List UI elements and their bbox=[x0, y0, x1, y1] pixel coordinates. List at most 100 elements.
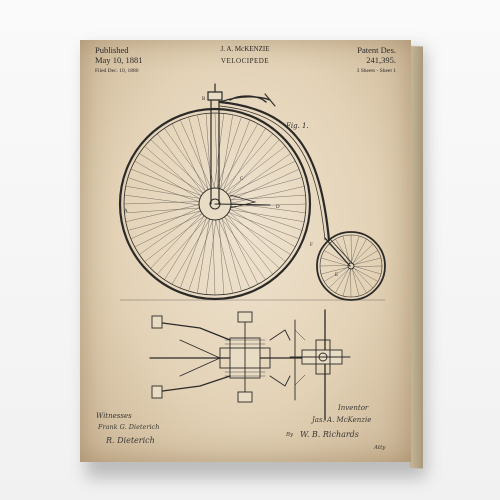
wheel-spoke bbox=[335, 268, 350, 294]
witness-signature-1: Frank G. Dieterich bbox=[98, 423, 160, 431]
svg-text:F: F bbox=[310, 243, 313, 248]
wheel-spoke bbox=[227, 210, 286, 262]
wheel-spoke bbox=[323, 266, 349, 282]
wheel-spoke bbox=[157, 133, 205, 196]
velocipede-drawing: Fig. 1. A B C D E F bbox=[118, 83, 386, 421]
hub-detail-figure bbox=[149, 311, 311, 403]
wheel-spoke bbox=[352, 268, 360, 297]
wheel-spoke bbox=[227, 177, 303, 198]
wheel-spoke bbox=[220, 216, 266, 280]
wheel-spoke bbox=[350, 234, 352, 264]
wheel-spoke bbox=[352, 243, 374, 264]
wheel-spoke bbox=[188, 116, 209, 192]
wheel-spoke bbox=[320, 257, 349, 266]
wheel-spoke bbox=[215, 217, 233, 294]
wheel-spoke bbox=[139, 209, 203, 255]
wheel-spoke bbox=[124, 207, 202, 214]
wheel-spoke bbox=[164, 128, 210, 192]
wheel-spoke bbox=[205, 113, 212, 191]
wheel-spoke bbox=[212, 217, 216, 296]
wheel-spoke bbox=[150, 211, 204, 269]
filed-date: Filed Dec. 10, 1880 bbox=[95, 68, 139, 74]
wheel-spoke bbox=[134, 160, 202, 200]
patent-canvas-print: Published May 10, 1881 Filed Dec. 10, 18… bbox=[80, 40, 411, 462]
wheel-spoke bbox=[227, 208, 305, 222]
wheel-spoke bbox=[130, 206, 202, 239]
wheel-spoke bbox=[125, 186, 203, 200]
wheel-spoke bbox=[353, 265, 383, 267]
wheel-spoke bbox=[214, 112, 218, 191]
wheel-spoke bbox=[352, 238, 367, 264]
wheel-spoke bbox=[197, 114, 215, 191]
wheel-spoke bbox=[350, 268, 352, 298]
wheel-spoke bbox=[127, 177, 202, 203]
wheel-spoke bbox=[225, 160, 296, 196]
wheel-spoke bbox=[328, 268, 350, 289]
wheel-spoke bbox=[221, 216, 242, 292]
small-wheel bbox=[316, 231, 386, 301]
wheel-spoke bbox=[228, 194, 306, 201]
wheel-spoke bbox=[225, 212, 273, 275]
svg-text:B: B bbox=[202, 97, 206, 102]
wheel-spoke bbox=[134, 212, 205, 248]
wheel-spoke bbox=[228, 169, 300, 202]
wheel-spoke bbox=[125, 204, 202, 222]
wheel-spoke bbox=[223, 214, 259, 285]
figure-label: Fig. 1. bbox=[285, 122, 309, 130]
wheel-spoke bbox=[188, 217, 214, 292]
inventor-label: Inventor bbox=[338, 404, 369, 412]
wheel-spoke bbox=[328, 243, 349, 265]
reference-letters: A B C D E F bbox=[124, 97, 338, 278]
wheel-spoke bbox=[228, 186, 305, 204]
patent-title: VELOCIPEDE bbox=[220, 57, 270, 65]
wheel-spoke bbox=[197, 216, 211, 294]
wheel-spoke bbox=[139, 153, 206, 195]
wheel-spoke bbox=[222, 119, 250, 193]
wheel-spoke bbox=[353, 266, 382, 275]
wheel-spoke bbox=[342, 235, 350, 264]
published-date: May 10, 1881 bbox=[95, 55, 143, 65]
wheel-spoke bbox=[353, 257, 382, 265]
svg-text:E: E bbox=[335, 273, 338, 278]
wheel-spoke bbox=[226, 139, 280, 197]
patent-label: Patent Des. bbox=[357, 45, 396, 55]
wheel-spoke bbox=[130, 169, 204, 197]
wheel-spoke bbox=[157, 216, 209, 275]
attorney-label: Atty bbox=[374, 445, 386, 451]
wheel-spoke bbox=[353, 267, 374, 289]
wheel-spoke bbox=[222, 215, 280, 269]
wheel-spoke bbox=[144, 214, 207, 262]
wheel-spoke bbox=[144, 146, 203, 198]
patent-number: 241,395. bbox=[366, 55, 396, 65]
wheel-spoke bbox=[351, 268, 367, 294]
inventor-signature: Jas. A. McKenzie bbox=[312, 416, 372, 424]
witnesses-label: Witnesses bbox=[96, 412, 132, 420]
wheel-spoke bbox=[226, 211, 300, 239]
wheel-spoke bbox=[124, 194, 202, 206]
wheel-spoke bbox=[219, 123, 259, 191]
wheel-spoke bbox=[342, 268, 351, 297]
published-label: Published bbox=[95, 45, 129, 55]
wheel-spoke bbox=[219, 114, 233, 192]
wheel-spoke bbox=[171, 217, 211, 285]
wheel-spoke bbox=[228, 208, 296, 248]
by-label: By bbox=[286, 432, 294, 438]
wheel-spoke bbox=[217, 217, 250, 289]
wheel-spoke bbox=[127, 210, 203, 231]
wheel-spoke bbox=[123, 201, 202, 205]
wheel-spoke bbox=[150, 139, 208, 193]
wheel-spoke bbox=[221, 133, 273, 192]
wheel-spoke bbox=[205, 217, 217, 295]
wheel-spoke bbox=[335, 238, 351, 264]
svg-text:A: A bbox=[124, 209, 128, 214]
wheel-spoke bbox=[180, 119, 213, 191]
wheel-spoke bbox=[224, 213, 291, 255]
inventor-name: J. A. McKENZIE bbox=[220, 45, 270, 53]
wheel-spoke bbox=[227, 153, 291, 199]
attorney-signature: W. B. Richards bbox=[300, 430, 359, 439]
wheel-spoke bbox=[323, 250, 349, 265]
wheel-spoke bbox=[319, 265, 349, 267]
wheel-spoke bbox=[353, 267, 379, 282]
wheel-spoke bbox=[180, 215, 208, 289]
